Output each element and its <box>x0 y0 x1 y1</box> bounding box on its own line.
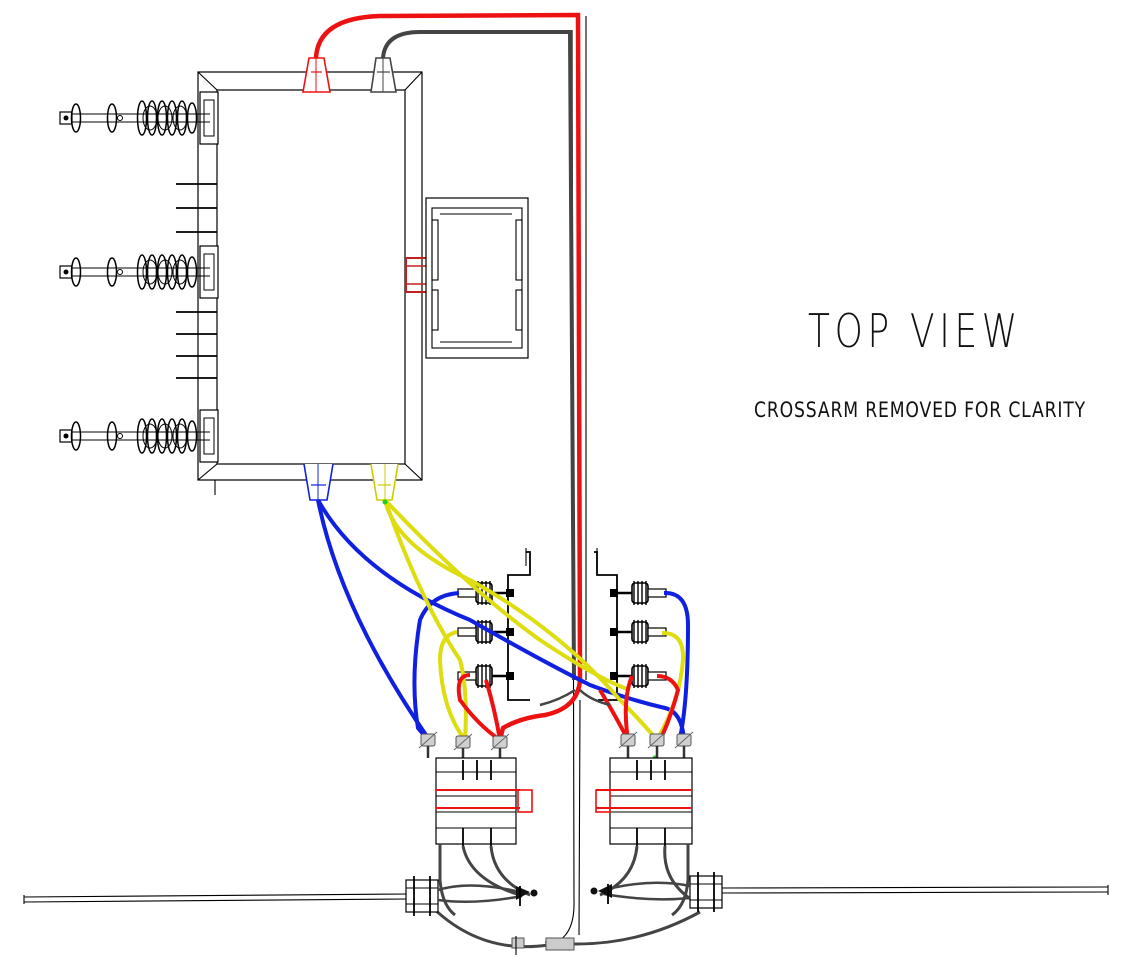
lug-clamp <box>490 733 510 760</box>
top-bushing-red <box>302 57 331 93</box>
bottom-bushing-blue <box>303 463 334 505</box>
jumper-left <box>437 884 523 904</box>
drawing-title: TOP VIEW <box>808 304 1022 358</box>
switch-box-right <box>595 757 693 846</box>
ground-point <box>382 499 388 505</box>
surge-arrester <box>610 581 667 605</box>
switch-box-left <box>435 757 533 846</box>
leads-dark-lower <box>428 844 701 949</box>
leads-red <box>456 673 681 742</box>
side-bushings <box>59 91 219 463</box>
drawing-subtitle: CROSSARM REMOVED FOR CLARITY <box>754 398 1086 422</box>
deadend-clamp-right <box>689 872 723 912</box>
jumper-right <box>603 881 691 901</box>
side-bushing <box>59 409 219 463</box>
wildlife-guard-left <box>516 886 538 906</box>
connector-clamps <box>418 731 694 760</box>
lug-clamp <box>647 731 667 758</box>
arrester-bracket-left <box>507 548 531 701</box>
lug-clamp <box>418 731 438 758</box>
top-bushing-dark <box>370 57 397 93</box>
control-cabinet <box>425 197 529 359</box>
surge-arresters <box>457 581 667 688</box>
leads-blue <box>316 499 691 742</box>
feeder-conductor-right <box>719 885 1109 895</box>
side-bushing <box>59 245 219 299</box>
wildlife-guard-right <box>590 884 612 904</box>
recloser-tank <box>176 71 529 495</box>
feeder-conductor-left <box>23 893 411 904</box>
bottom-bushing-yellow <box>370 463 399 505</box>
side-bushing <box>59 91 219 145</box>
arrester-stub-leads <box>539 688 611 707</box>
deadend-clamp-left <box>405 876 439 916</box>
lead-red-main <box>313 12 583 741</box>
tank-fins <box>176 183 217 379</box>
lug-clamp <box>618 731 638 758</box>
lead-dark-main <box>381 30 576 681</box>
lug-clamp <box>453 733 473 760</box>
lug-clamp <box>674 731 694 758</box>
bottom-splice-connector <box>511 936 575 955</box>
arrester-bracket-right <box>594 548 618 701</box>
surge-arrester <box>610 620 667 644</box>
